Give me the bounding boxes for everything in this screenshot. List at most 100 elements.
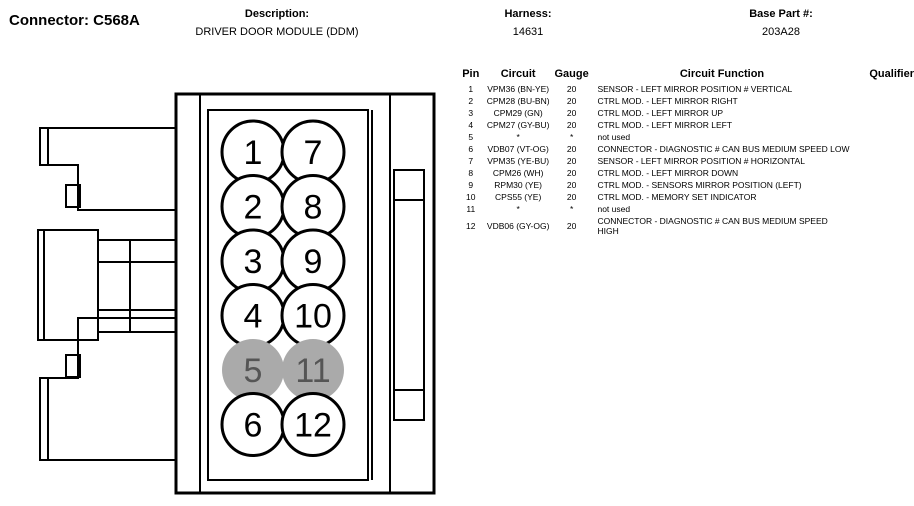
gauge-cell: 20 [566, 221, 577, 231]
pin-number-3: 3 [244, 243, 263, 281]
pinout-row: 12 VDB06 (GY-OG) 20 CONNECTOR - DIAGNOSTIC … [455, 215, 914, 237]
pinout-row: 4 CPM27 (GY-BU) 20 CTRL MOD. - LEFT MIRROR … [455, 119, 914, 131]
function-cell: CTRL MOD. - LEFT MIRROR DOWN [597, 168, 739, 178]
function-cell: SENSOR - LEFT MIRROR POSITION # HORIZONT… [597, 156, 805, 166]
gauge-cell: 20 [566, 156, 577, 166]
pinout-row: 3 CPM29 (GN) 20 CTRL MOD. - LEFT MIRROR UP [455, 107, 914, 119]
function-cell: CTRL MOD. - LEFT MIRROR RIGHT [597, 96, 738, 106]
qualifier-cell [851, 119, 914, 131]
gauge-cell: 20 [566, 192, 577, 202]
gauge-cell: * [569, 132, 574, 142]
pin-cell: 2 [468, 96, 474, 106]
pin-cell: 4 [468, 120, 474, 130]
pin-number-8: 8 [304, 189, 323, 227]
circuit-cell: * [516, 204, 520, 214]
pin-number-12: 12 [294, 407, 332, 445]
gauge-cell: 20 [566, 84, 577, 94]
col-qualifier-header: Qualifier [869, 68, 914, 80]
pin-cavity-12 [280, 392, 346, 457]
connector-title: Connector: C568A [9, 12, 140, 29]
pinout-row: 8 CPM26 (WH) 20 CTRL MOD. - LEFT MIRROR DOW… [455, 167, 914, 179]
pin-cell: 11 [466, 204, 476, 214]
pinout-row: 7 VPM35 (YE-BU) 20 SENSOR - LEFT MIRROR POS… [455, 155, 914, 167]
circuit-cell: CPM27 (GY-BU) [486, 120, 550, 130]
description-value: DRIVER DOOR MODULE (DDM) [195, 26, 359, 38]
qualifier-cell [851, 167, 914, 179]
base-part-label: Base Part #: [749, 8, 813, 20]
col-circuit-header: Circuit [500, 68, 536, 80]
qualifier-cell [851, 131, 914, 143]
function-cell: CTRL MOD. - MEMORY SET INDICATOR [597, 192, 757, 202]
pinout-row: 9 RPM30 (YE) 20 CTRL MOD. - SENSORS MIRROR … [455, 179, 914, 191]
function-cell: CONNECTOR - DIAGNOSTIC # CAN BUS MEDIUM … [597, 144, 850, 154]
pinout-row: 1 VPM36 (BN-YE) 20 SENSOR - LEFT MIRROR POS… [455, 83, 914, 95]
pinout-row: 11**not used [455, 203, 914, 215]
circuit-cell: RPM30 (YE) [494, 180, 543, 190]
function-cell: CONNECTOR - DIAGNOSTIC # CAN BUS MEDIUM … [597, 216, 828, 236]
function-cell: SENSOR - LEFT MIRROR POSITION # VERTICAL [597, 84, 793, 94]
pin-cell: 10 [466, 192, 476, 202]
qualifier-cell [851, 155, 914, 167]
col-function-header: Circuit Function [679, 68, 765, 80]
circuit-cell: CPM29 (GN) [493, 108, 543, 118]
pin-cavity-5 [222, 339, 284, 401]
function-cell: CTRL MOD. - LEFT MIRROR UP [597, 108, 724, 118]
function-cell: not used [597, 204, 631, 214]
pin-number-11: 11 [295, 352, 330, 390]
base-part-value: 203A28 [762, 26, 800, 38]
pin-number-7: 7 [304, 134, 323, 172]
gauge-cell: 20 [566, 108, 577, 118]
pin-number-2: 2 [244, 189, 263, 227]
pinout-row: 10 CPS55 (YE) 20 CTRL MOD. - MEMORY SET IND… [455, 191, 914, 203]
circuit-cell: CPM26 (WH) [492, 168, 544, 178]
pin-cell: 12 [466, 221, 476, 231]
pin-number-10: 10 [294, 298, 332, 336]
gauge-cell: 20 [566, 168, 577, 178]
circuit-cell: CPM28 (BU-BN) [486, 96, 550, 106]
pin-cell: 9 [468, 180, 474, 190]
pinout-row: 2 CPM28 (BU-BN) 20 CTRL MOD. - LEFT MIRROR … [455, 95, 914, 107]
gauge-cell: 20 [566, 120, 577, 130]
pin-number-4: 4 [244, 298, 263, 336]
qualifier-cell [851, 179, 914, 191]
gauge-cell: 20 [566, 96, 577, 106]
qualifier-cell [851, 83, 914, 95]
pin-cell: 1 [468, 84, 474, 94]
circuit-cell: * [516, 132, 520, 142]
circuit-cell: VDB06 (GY-OG) [486, 221, 550, 231]
pin-number-1: 1 [244, 134, 263, 172]
function-cell: not used [597, 132, 631, 142]
pin-number-5: 5 [244, 352, 263, 390]
qualifier-cell [851, 191, 914, 203]
qualifier-cell [851, 95, 914, 107]
pin-cavity-grid: 1 7 2 8 3 9 4 10 5 11 6 12 [220, 119, 346, 457]
connector-housing-outline [37, 92, 436, 495]
description-label: Description: [244, 8, 310, 20]
pin-cell: 8 [468, 168, 474, 178]
pinout-table: Pin Circuit Gauge Circuit Function Quali… [455, 68, 914, 237]
circuit-cell: VPM35 (YE-BU) [487, 156, 550, 166]
gauge-cell: 20 [566, 180, 577, 190]
pin-cavity-11 [282, 339, 344, 401]
function-cell: CTRL MOD. - SENSORS MIRROR POSITION (LEF… [597, 180, 802, 190]
pin-number-6: 6 [244, 407, 263, 445]
qualifier-cell [851, 107, 914, 119]
function-cell: CTRL MOD. - LEFT MIRROR LEFT [597, 120, 733, 130]
circuit-cell: CPS55 (YE) [495, 192, 542, 202]
pin-cell: 3 [468, 108, 474, 118]
pin-cell: 7 [468, 156, 474, 166]
harness-value: 14631 [512, 26, 544, 38]
pinout-table-header: Pin Circuit Gauge Circuit Function Quali… [455, 68, 914, 83]
pinout-row: 5 * * not used [455, 131, 914, 143]
col-gauge-header: Gauge [554, 68, 589, 80]
harness-label: Harness: [504, 8, 552, 20]
gauge-cell: 20 [566, 144, 577, 154]
pin-number-9: 9 [304, 243, 323, 281]
qualifier-cell [851, 203, 914, 215]
pin-cell: 5 [468, 132, 474, 142]
circuit-cell: VPM36 (BN-YE) [487, 84, 550, 94]
pin-cell: 6 [468, 144, 474, 154]
col-pin-header: Pin [462, 68, 480, 80]
qualifier-cell [851, 143, 914, 155]
